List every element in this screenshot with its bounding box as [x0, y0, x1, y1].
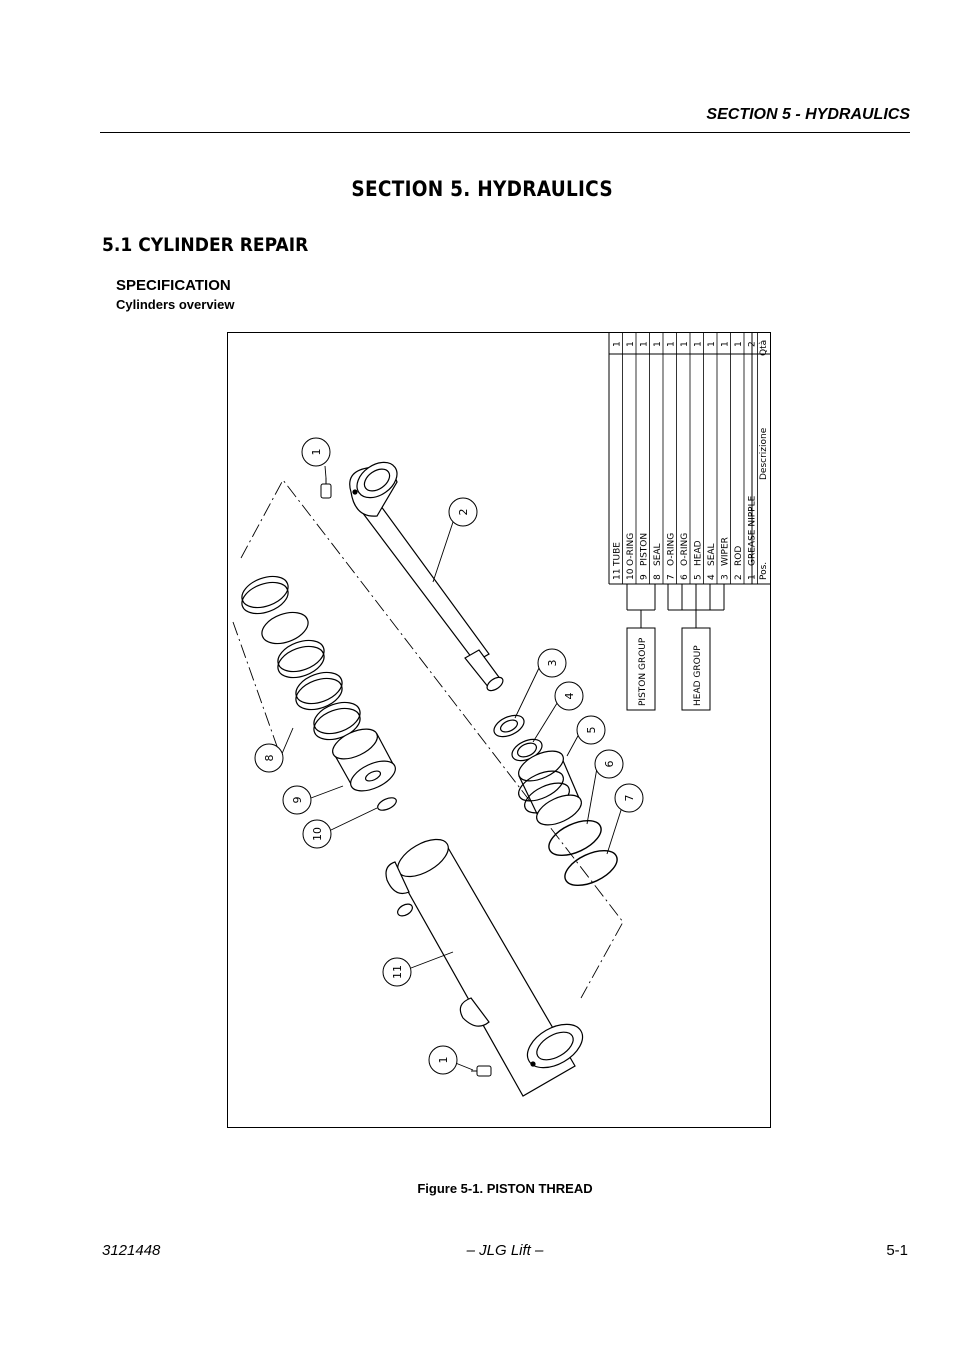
callout-circle — [614, 783, 644, 813]
piston-part — [332, 728, 396, 792]
callout-number: 5 — [585, 727, 598, 734]
table-cell-qty: 1 — [613, 341, 623, 347]
callout-circle — [382, 957, 412, 987]
callout-circle — [594, 749, 624, 779]
grease-nipple-top — [320, 478, 332, 499]
table-cell-qty: 1 — [734, 341, 744, 347]
callout-number: 3 — [546, 660, 559, 667]
table-cell-pos: 6 — [680, 574, 690, 580]
table-cell-desc: WIPER — [721, 537, 731, 566]
callout-number: 11 — [391, 965, 404, 979]
callout-circle — [537, 648, 567, 678]
callout-number: 2 — [457, 509, 470, 516]
o-ring-6 — [548, 819, 602, 857]
callout-number: 10 — [311, 827, 324, 841]
section-title: SECTION 5. HYDRAULICS — [351, 177, 613, 201]
page-number: 5-1 — [886, 1242, 908, 1259]
table-cell-pos: 8 — [653, 574, 663, 580]
table-cell-qty: 1 — [640, 341, 650, 347]
callout-circle — [301, 437, 331, 467]
group-brackets — [626, 584, 725, 711]
cylinder-exploded-diagram: 11TUBE110O-RING19PISTON18SEAL17O-RING16O… — [227, 332, 771, 1128]
head-group-label: HEAD GROUP — [693, 645, 703, 706]
table-cell-desc: GREASE NIPPLE — [748, 495, 758, 566]
callout-circle — [554, 681, 584, 711]
publisher: – JLG Lift – — [466, 1242, 544, 1259]
table-cell-qty: 1 — [626, 341, 636, 347]
table-cell-desc: O-RING — [667, 533, 677, 566]
subsection-title: 5.1 CYLINDER REPAIR — [102, 234, 309, 256]
running-header: SECTION 5 - HYDRAULICS — [706, 106, 910, 123]
desc-header: Descrizione — [759, 427, 769, 480]
table-cell-desc: SEAL — [653, 543, 663, 566]
callout-number: 9 — [291, 797, 304, 804]
tube-part — [385, 838, 584, 1097]
table-cell-pos: 9 — [640, 574, 650, 580]
callout-circle — [448, 497, 478, 527]
table-cell-pos: 10 — [626, 568, 636, 580]
o-ring-10 — [377, 797, 397, 811]
table-cell-pos: 3 — [721, 574, 731, 580]
cylinders-overview-heading: Cylinders overview — [116, 297, 235, 312]
table-cell-desc: O-RING — [626, 533, 636, 566]
table-cell-desc: HEAD — [694, 540, 704, 566]
table-cell-desc: PISTON — [640, 533, 650, 566]
table-cell-qty: 2 — [748, 341, 758, 347]
callout-number: 1 — [437, 1057, 450, 1064]
table-cell-desc: ROD — [734, 546, 744, 566]
specification-heading: SPECIFICATION — [116, 277, 231, 294]
grease-nipple-bottom — [471, 1065, 492, 1077]
table-cell-qty: 1 — [707, 341, 717, 347]
assembly-centerlines — [232, 479, 624, 999]
table-cell-desc: O-RING — [680, 533, 690, 566]
callout-number: 6 — [603, 761, 616, 768]
doc-number: 3121448 — [102, 1242, 161, 1259]
pos-header: Pos. — [759, 562, 769, 580]
parts-table: 11TUBE110O-RING19PISTON18SEAL17O-RING16O… — [608, 332, 771, 585]
table-cell-pos: 1 — [748, 574, 758, 580]
rod-part — [349, 461, 504, 692]
table-cell-pos: 7 — [667, 574, 677, 580]
callout-number: 7 — [623, 795, 636, 802]
table-cell-qty: 1 — [667, 341, 677, 347]
callout-circle — [302, 819, 332, 849]
piston-seal-stack — [241, 575, 361, 741]
table-cell-pos: 11 — [613, 569, 623, 580]
header-divider — [100, 132, 910, 133]
table-cell-qty: 1 — [680, 341, 690, 347]
o-ring-7 — [564, 849, 618, 887]
callout-number: 1 — [310, 449, 323, 456]
callout-circle — [428, 1045, 458, 1075]
table-cell-qty: 1 — [653, 341, 663, 347]
table-cell-desc: SEAL — [707, 543, 717, 566]
table-cell-pos: 2 — [734, 574, 744, 580]
table-cell-qty: 1 — [694, 341, 704, 347]
table-cell-desc: TUBE — [613, 542, 623, 567]
qty-header: Qtà — [759, 340, 769, 356]
table-cell-qty: 1 — [721, 341, 731, 347]
callout-circle — [282, 785, 312, 815]
callout-leaders — [280, 465, 624, 1071]
callout-circle — [254, 743, 284, 773]
callout-number: 4 — [563, 693, 576, 700]
piston-group-label: PISTON GROUP — [638, 637, 648, 706]
table-cell-pos: 5 — [694, 574, 704, 580]
callout-number: 8 — [263, 755, 276, 762]
figure-caption: Figure 5-1. PISTON THREAD — [417, 1181, 593, 1196]
head-part — [518, 750, 582, 826]
callout-circle — [576, 715, 606, 745]
table-cell-pos: 4 — [707, 574, 717, 580]
